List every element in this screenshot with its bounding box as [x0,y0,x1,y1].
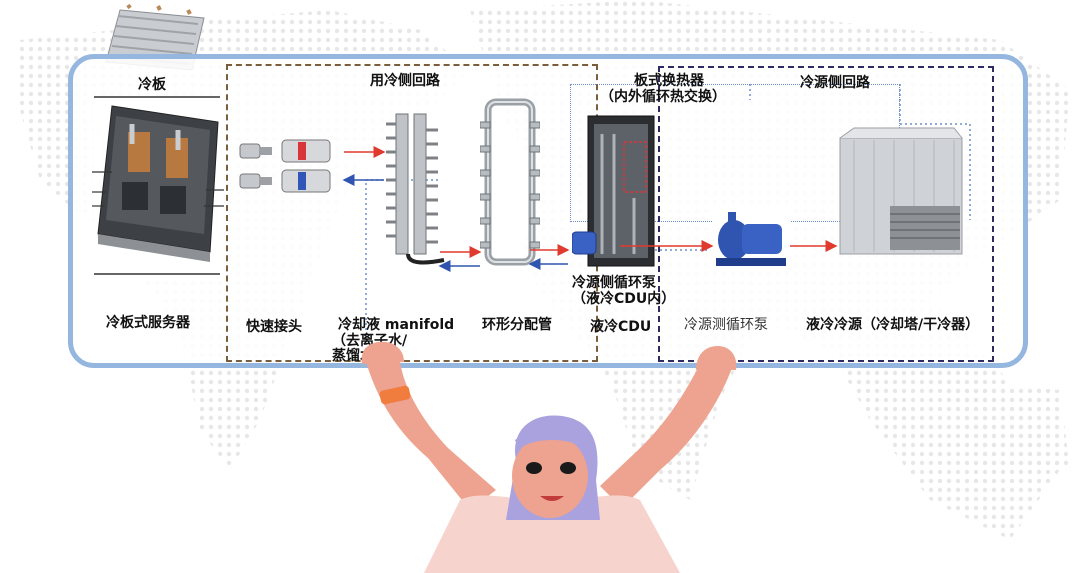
person-illustration [361,341,737,573]
ring-manifold-image [480,98,540,266]
plate-hx-label-line1: 板式换热器 [634,73,704,89]
quick-connector-label: 快速接头 [246,319,302,335]
cold-plate-label: 冷板 [138,77,166,93]
server-label: 冷板式服务器 [106,315,190,331]
cooling-tower-image [839,127,963,255]
ring-manifold-label: 环形分配管 [482,317,552,333]
cold-source-label: 液冷冷源（冷却塔/干冷器） [806,317,980,333]
user-loop-label: 用冷侧回路 [370,73,440,89]
liquid-cooling-cdu-image [572,115,655,267]
source-pump-label: 冷源测循环泵 [684,317,768,333]
pump-in-cdu-label-line2: （液冷CDU内） [572,291,676,307]
source-loop-label: 冷源侧回路 [800,75,870,91]
cold-source-loop-box [658,66,994,362]
coolant-label-line1: 冷却液 manifold [338,317,455,333]
cold-plate-server-image [92,96,224,276]
plate-hx-label-line2: （内外循环热交换） [600,89,726,105]
pump-in-cdu-label-line1: 冷源侧循环泵 [572,275,656,291]
cdu-label: 液冷CDU [590,319,652,335]
cold-source-pump-image [712,208,790,270]
quick-connector-image [239,139,331,193]
